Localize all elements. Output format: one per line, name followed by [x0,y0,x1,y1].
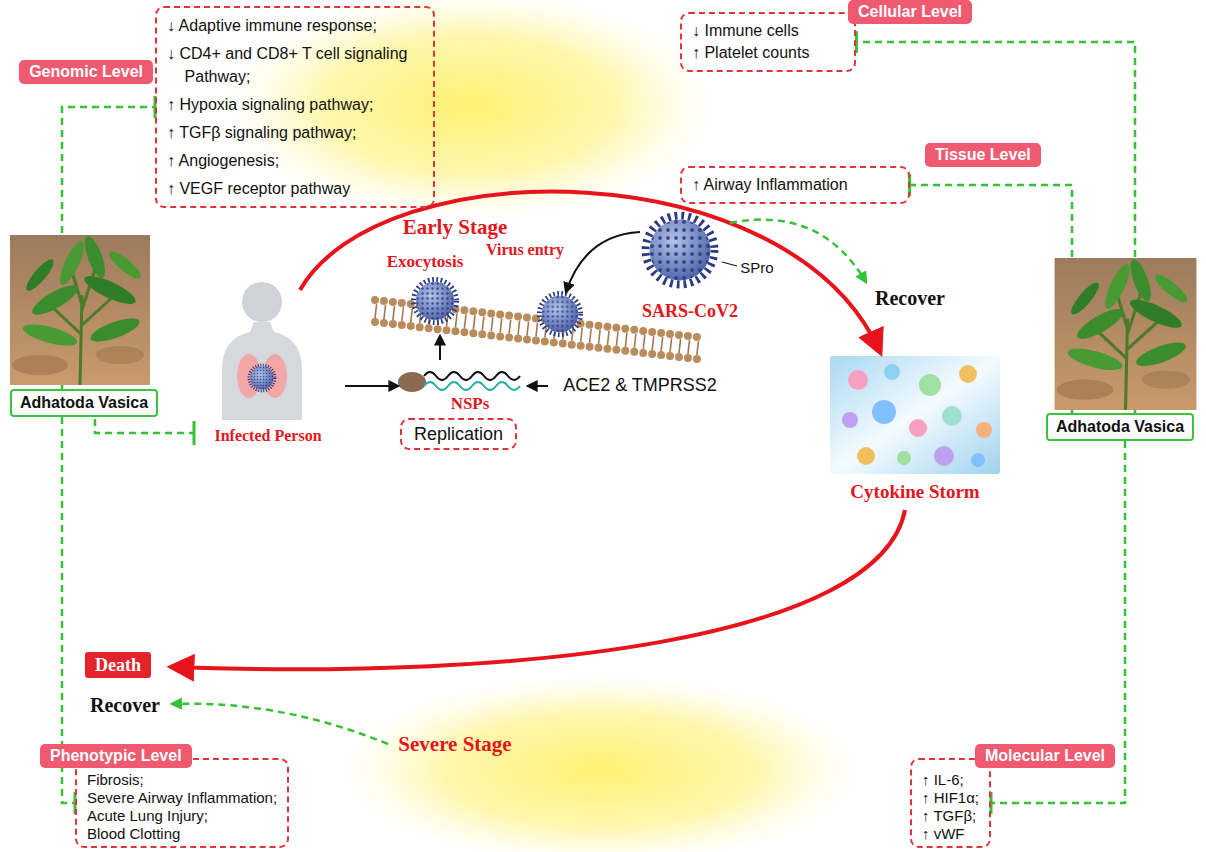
process-box: Replication [400,418,517,450]
recovery-arrow [730,220,866,282]
node-text: Cellular Level [858,2,962,22]
inhibition-bar [193,421,196,445]
rna-strand [424,372,520,380]
cytokine-bubble [897,451,911,465]
process-arrow [439,336,441,360]
node-text: Adhatoda Vasica [20,393,148,413]
cytokine-bubble [872,400,896,424]
node-text: ↑ HIF1α; [922,789,979,807]
patient-label: Infected Person [214,427,321,445]
stage-label: Severe Stage [398,733,511,756]
cytokine-bubble [909,419,927,437]
cytokine-bubble [976,422,992,438]
cytokine-bubble [857,447,875,465]
phenotypic-effects-box: Fibrosis;Severe Airway Inflammation;Acut… [75,758,289,848]
disease-progression-arc [300,192,880,352]
lipid-heads [375,322,705,360]
virus-label: SARS-CoV2 [642,302,738,322]
node-text: ↑ IL-6; [922,771,979,789]
cytokine-bubble [919,374,941,396]
outcome-label: Recover [875,287,945,309]
node-text: ↑ Platelet counts [692,42,809,64]
cytokine-image [830,356,1000,474]
node-text: ↑ TGFβ signaling pathway; [167,121,423,144]
leader-line [722,262,737,266]
process-arrow [345,385,398,387]
rna-replication-figure [398,372,520,392]
node-text: Replication [414,423,503,445]
virus-particle [539,293,580,334]
node-text: Tissue Level [935,145,1031,165]
infected-person-figure [222,282,302,420]
level-label: Cellular Level [848,0,972,24]
node-text: Phenotypic Level [50,746,182,766]
stage-label: Early Stage [403,216,507,239]
node-text: ↓ Adaptive immune response; [167,14,423,37]
node-text: Acute Lung Injury; [87,807,277,825]
cytokine-bubble [942,406,962,426]
receptor-label: ACE2 & TMPRSS2 [563,376,717,396]
cellular-effects-box: ↓ Immune cells↑ Platelet counts [680,12,856,72]
node-text: Death [95,654,141,676]
outcome-box: Death [85,652,151,678]
node-text: ↑ VEGF receptor pathway [167,177,423,200]
cytokine-bubble [842,412,858,428]
herb-box: Adhatoda Vasica [10,389,158,417]
plant-photo [1055,257,1197,410]
node-text: Molecular Level [985,746,1105,766]
virus-particle [414,280,457,323]
cytokine-bubble [884,364,900,380]
node-text: ↓ Immune cells [692,20,809,42]
process-arrow [528,385,548,387]
cytokine-bubble [959,365,977,383]
cytokine-bubble [848,370,868,390]
condition-label: Cytokine Storm [850,482,979,503]
cytokine-panel [830,356,1000,474]
level-label: Genomic Level [19,60,153,84]
process-label: Exocytosis [387,253,464,272]
outcome-label: Recover [90,694,160,716]
level-label: Tissue Level [925,143,1041,167]
cytokine-bubble [934,446,954,466]
molecular-effects-box: ↑ IL-6;↑ HIF1α;↑ TGFβ;↑ vWF [910,758,991,848]
plant-photo [10,234,150,385]
head-shape [242,282,282,322]
node-text: ↓ CD4+ and CD8+ T cell signaling Pathway… [167,42,423,88]
protein-label: NSPs [451,395,490,414]
ribosome-shape [398,372,426,392]
node-text: ↑ Hypoxia signaling pathway; [167,93,423,116]
level-label: Phenotypic Level [40,744,192,768]
node-text: ↑ TGFβ; [922,807,979,825]
node-text: Adhatoda Vasica [1056,417,1184,437]
virus-entry-arrow [566,232,640,292]
node-text: ↑ Airway Inflammation [692,174,848,196]
herb-box: Adhatoda Vasica [1046,413,1194,441]
virus-particle [249,365,275,391]
level-label: Molecular Level [975,744,1115,768]
node-text: Blood Clotting [87,825,277,843]
node-text: Severe Airway Inflammation; [87,789,277,807]
torso-shape [222,322,302,420]
recovery-arrow [172,704,388,744]
cytokine-bubble [971,453,985,467]
node-text: ↑ Angiogenesis; [167,149,423,172]
severe-stage-glow [340,675,860,852]
node-text: Genomic Level [29,62,143,82]
genomic-effects-box: ↓ Adaptive immune response; ↓ CD4+ and CD… [155,6,435,208]
node-text: Fibrosis; [87,771,277,789]
node-text: ↑ vWF [922,825,979,843]
inhibition-line [95,419,194,433]
virus-particle [646,216,715,285]
protein-label: SPro [740,260,773,277]
rna-strand [424,382,520,390]
process-label: Virus entry [486,241,564,259]
tissue-effects-box: ↑ Airway Inflammation [680,166,910,204]
disease-progression-arc [172,510,905,669]
